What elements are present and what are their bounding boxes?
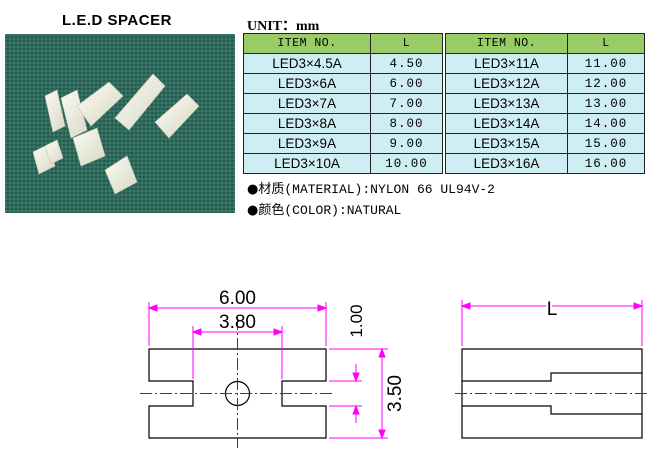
material-note: ●材质(MATERIAL):NYLON 66 UL94V-2	[247, 178, 495, 197]
front-dimensions	[147, 302, 388, 440]
table-header-row: ITEM NO. L ITEM NO. L	[243, 33, 645, 54]
front-centerlines	[140, 318, 334, 448]
item-no-cell: LED3×7A	[243, 93, 371, 114]
item-no-cell: LED3×16A	[445, 153, 568, 174]
dim-inner-label: 3.80	[219, 312, 256, 333]
length-cell: 11.00	[567, 53, 645, 74]
page-title: L.E.D SPACER	[62, 12, 172, 29]
table-row: LED3×4.5A 4.50 LED3×11A 11.00	[243, 53, 645, 74]
side-dimensions	[460, 300, 644, 346]
length-cell: 15.00	[567, 133, 645, 154]
length-cell: 8.00	[370, 113, 443, 134]
dim-length-label: L	[547, 299, 558, 320]
header-item-no: ITEM NO.	[243, 33, 371, 54]
header-length: L	[370, 33, 443, 54]
length-cell: 4.50	[370, 53, 443, 74]
length-cell: 6.00	[370, 73, 443, 94]
table-row: LED3×8A 8.00 LED3×14A 14.00	[243, 113, 645, 134]
spec-table: ITEM NO. L ITEM NO. L LED3×4.5A 4.50 LED…	[243, 33, 645, 174]
item-no-cell: LED3×13A	[445, 93, 568, 114]
dim-width-label: 6.00	[219, 288, 256, 309]
dim-slot-label: 1.00	[347, 304, 366, 337]
length-cell: 10.00	[370, 153, 443, 174]
dim-height-label: 3.50	[385, 375, 406, 412]
unit-label: UNIT：mm	[247, 19, 320, 34]
material-text: 材质(MATERIAL):NYLON 66 UL94V-2	[258, 182, 495, 197]
length-cell: 14.00	[567, 113, 645, 134]
color-note: ●颜色(COLOR):NATURAL	[247, 199, 401, 218]
bullet-icon: ●	[247, 203, 259, 218]
bullet-icon: ●	[247, 182, 259, 197]
color-text: 颜色(COLOR):NATURAL	[258, 203, 402, 218]
item-no-cell: LED3×10A	[243, 153, 371, 174]
product-photo	[5, 34, 235, 213]
item-no-cell: LED3×8A	[243, 113, 371, 134]
item-no-cell: LED3×6A	[243, 73, 371, 94]
item-no-cell: LED3×12A	[445, 73, 568, 94]
length-cell: 12.00	[567, 73, 645, 94]
length-cell: 7.00	[370, 93, 443, 114]
table-row: LED3×6A 6.00 LED3×12A 12.00	[243, 73, 645, 94]
item-no-cell: LED3×9A	[243, 133, 371, 154]
length-cell: 16.00	[567, 153, 645, 174]
item-no-cell: LED3×11A	[445, 53, 568, 74]
item-no-cell: LED3×4.5A	[243, 53, 371, 74]
table-row: LED3×10A 10.00 LED3×16A 16.00	[243, 153, 645, 174]
